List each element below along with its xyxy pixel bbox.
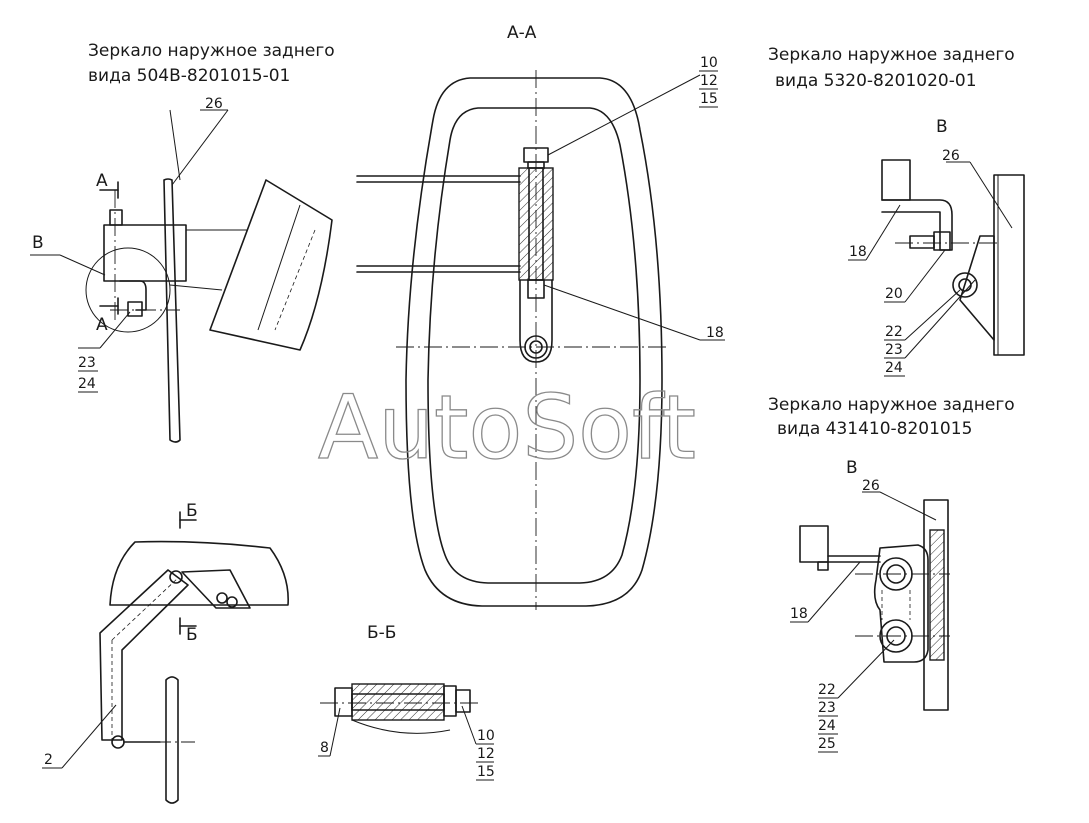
view-v-431410: В bbox=[846, 458, 858, 478]
mirror-431410-view: Зеркало наружное заднего вида 431410-820… bbox=[768, 395, 1015, 753]
callout-23-5320: 23 bbox=[885, 342, 903, 358]
callout-8: 8 bbox=[320, 740, 329, 756]
cut-a-top: А bbox=[96, 171, 108, 191]
mirror-504-view: Зеркало наружное заднего вида 504В-82010… bbox=[30, 41, 335, 443]
mirror-431410-title-line2: вида 431410-8201015 bbox=[777, 419, 972, 439]
callout-24-431410: 24 bbox=[818, 718, 836, 734]
callout-18-431410: 18 bbox=[790, 606, 808, 622]
cut-b-top: Б bbox=[186, 501, 198, 521]
cut-b-bottom: Б bbox=[186, 625, 198, 645]
hinge-sleeve bbox=[518, 167, 554, 281]
mirror-frame-outer bbox=[405, 77, 663, 607]
mirror-504-title-line2: вида 504В-8201015-01 bbox=[88, 66, 290, 86]
section-aa-view: А-А 10 12 15 18 bbox=[356, 23, 725, 610]
callout-18-aa: 18 bbox=[706, 325, 724, 341]
mirror-5320-title-line1: Зеркало наружное заднего bbox=[768, 45, 1015, 65]
mirror-5320-view: Зеркало наружное заднего вида 5320-82010… bbox=[768, 45, 1025, 377]
callout-22-431410: 22 bbox=[818, 682, 836, 698]
view-v-5320: В bbox=[936, 117, 948, 137]
callout-18-5320: 18 bbox=[849, 244, 867, 260]
callout-26-504: 26 bbox=[205, 96, 223, 112]
callout-22-5320: 22 bbox=[885, 324, 903, 340]
callout-12: 12 bbox=[700, 73, 718, 89]
callout-23-504: 23 bbox=[78, 355, 96, 371]
section-bb-title: Б-Б bbox=[367, 623, 396, 643]
callout-2: 2 bbox=[44, 752, 53, 768]
callout-15-bb: 15 bbox=[477, 764, 495, 780]
callout-26-5320: 26 bbox=[942, 148, 960, 164]
callout-20: 20 bbox=[885, 286, 903, 302]
callout-10-bb: 10 bbox=[477, 728, 495, 744]
callout-25: 25 bbox=[818, 736, 836, 752]
mirror-5320-title-line2: вида 5320-8201020-01 bbox=[775, 71, 977, 91]
callout-12-bb: 12 bbox=[477, 746, 495, 762]
callout-23-431410: 23 bbox=[818, 700, 836, 716]
callout-10: 10 bbox=[700, 55, 718, 71]
callout-24-504: 24 bbox=[78, 376, 96, 392]
bracket-side-view: Б Б 2 bbox=[42, 501, 289, 804]
callout-24-5320: 24 bbox=[885, 360, 903, 376]
section-aa-title: А-А bbox=[507, 23, 537, 43]
mirror-glass-side bbox=[163, 178, 181, 443]
section-bb-view: Б-Б 8 10 12 15 bbox=[318, 623, 495, 781]
view-v-504: В bbox=[32, 233, 44, 253]
mirror-504-title-line1: Зеркало наружное заднего bbox=[88, 41, 335, 61]
watermark: AutoSoft bbox=[318, 376, 696, 479]
mirror-431410-title-line1: Зеркало наружное заднего bbox=[768, 395, 1015, 415]
callout-15: 15 bbox=[700, 91, 718, 107]
pivot-bolt bbox=[524, 335, 548, 359]
cut-a-bottom: А bbox=[96, 315, 108, 335]
callout-26-431410: 26 bbox=[862, 478, 880, 494]
mirror-frame-inner bbox=[427, 107, 641, 584]
